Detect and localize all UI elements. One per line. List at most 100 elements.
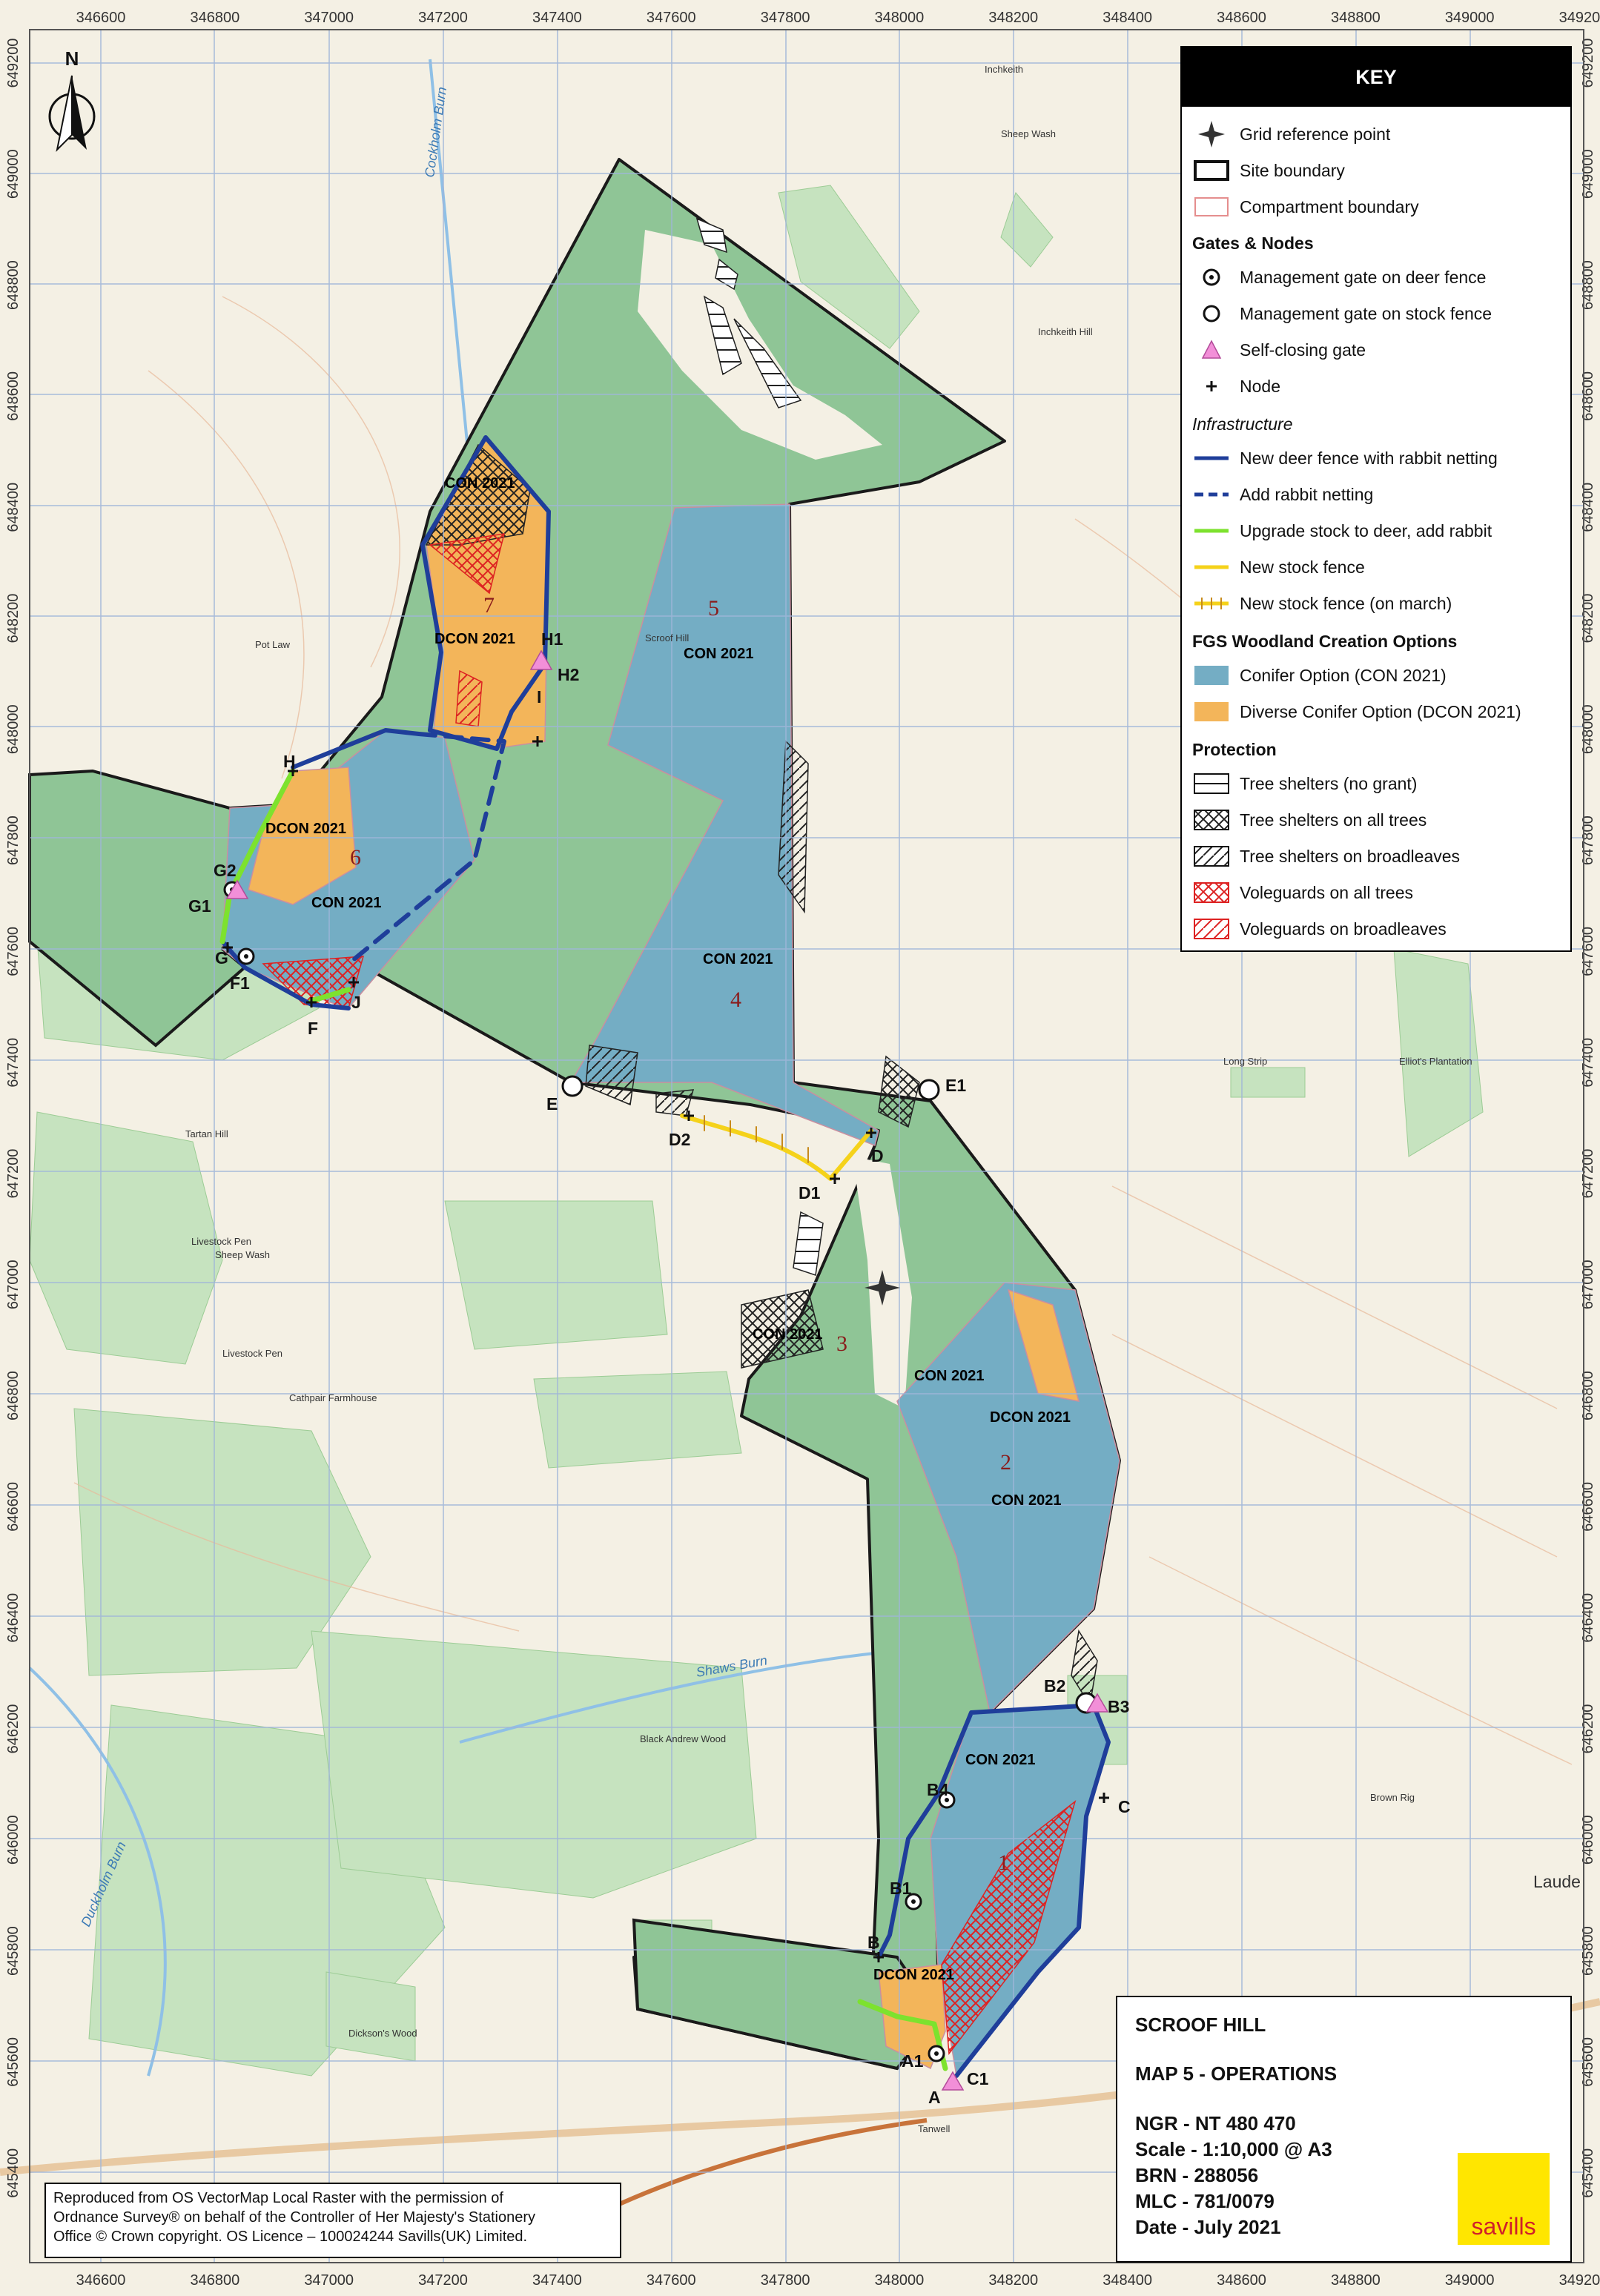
node-label-i: I — [537, 687, 541, 707]
easting-label-top: 349200 — [1559, 10, 1600, 26]
key-shelters-no-grant-label: Tree shelters (no grant) — [1240, 773, 1418, 793]
key-voleguards-all: Voleguards on all trees — [1191, 878, 1413, 907]
compartment-1: 1 — [998, 1850, 1009, 1875]
key-conifer-label: Conifer Option (CON 2021) — [1240, 665, 1447, 685]
key-shelters-broadleaves-label: Tree shelters on broadleaves — [1240, 846, 1461, 866]
key-diverse-conifer: Diverse Conifer Option (DCON 2021) — [1191, 697, 1521, 727]
label-con-7: CON 2021 — [445, 475, 515, 492]
easting-label-top: 346600 — [76, 10, 126, 26]
label-con-2b: CON 2021 — [991, 1492, 1062, 1509]
place-cathpair: Cathpair Farmhouse — [289, 1392, 377, 1403]
label-con-3: CON 2021 — [753, 1326, 823, 1343]
key-gates-heading: Gates & Nodes — [1192, 234, 1314, 253]
northing-label-left: 645600 — [5, 2037, 22, 2087]
northing-label-right: 646000 — [1580, 1815, 1596, 1865]
key-rabbit-netting: Add rabbit netting — [1191, 480, 1373, 509]
march-ticks — [704, 1115, 809, 1163]
easting-label-bottom: 347600 — [647, 2272, 696, 2289]
rabbit-netting-6 — [346, 732, 506, 966]
compartment-6: 6 — [350, 845, 361, 870]
copyright-line-2: Ordnance Survey® on behalf of the Contro… — [53, 2209, 535, 2226]
easting-label-top: 348400 — [1103, 10, 1152, 26]
self-closing-gate-g2[interactable] — [225, 879, 249, 899]
key-grid-ref-label: Grid reference point — [1240, 124, 1391, 144]
northing-label-left: 646600 — [5, 1482, 22, 1532]
key-site-boundary-label: Site boundary — [1240, 160, 1345, 180]
key-grid-ref: Grid reference point — [1191, 119, 1390, 149]
easting-label-bottom: 349200 — [1559, 2272, 1600, 2289]
key-gate-deer: Management gate on deer fence — [1191, 262, 1486, 292]
easting-label-top: 347000 — [304, 10, 354, 26]
self-closing-gate-c1[interactable] — [941, 2071, 965, 2091]
place-inchkeith-hill: Inchkeith Hill — [1038, 326, 1093, 337]
northing-label-left: 645800 — [5, 1926, 22, 1976]
gate-deer-b1[interactable] — [905, 1893, 922, 1910]
gate-stock-e1[interactable] — [918, 1079, 940, 1101]
key-compartment-boundary: Compartment boundary — [1191, 192, 1419, 222]
northing-label-right: 646600 — [1580, 1482, 1596, 1532]
easting-label-bottom: 346600 — [76, 2272, 126, 2289]
gate-deer-f1[interactable] — [237, 947, 255, 965]
place-scroof-hill: Scroof Hill — [645, 632, 689, 644]
node-label-b3: B3 — [1108, 1697, 1129, 1716]
northing-labels-left: 6492006490006488006486006484006482006480… — [5, 39, 22, 2198]
compartment-2: 2 — [1000, 1450, 1011, 1475]
site-boundary-icon — [1191, 159, 1232, 182]
key-voleguards-broadleaves-label: Voleguards on broadleaves — [1240, 919, 1447, 939]
copyright-notice: Reproduced from OS VectorMap Local Raste… — [44, 2183, 621, 2258]
key-site-boundary: Site boundary — [1191, 156, 1345, 185]
rabbit-netting-icon — [1191, 483, 1232, 506]
date: Date - July 2021 — [1135, 2216, 1281, 2238]
node-label-b2: B2 — [1044, 1676, 1065, 1695]
key-stock-fence-march-label: New stock fence (on march) — [1240, 593, 1452, 613]
self-closing-gate-icon — [1191, 338, 1232, 362]
key-gate-stock: Management gate on stock fence — [1191, 299, 1492, 328]
northing-label-right: 646400 — [1580, 1593, 1596, 1643]
key-shelters-all-label: Tree shelters on all trees — [1240, 810, 1427, 830]
node-label-f1: F1 — [230, 973, 250, 993]
easting-label-top: 348800 — [1331, 10, 1381, 26]
place-pot-law: Pot Law — [255, 639, 291, 650]
north-arrow-label: N — [65, 47, 79, 70]
key-stock-fence: New stock fence — [1191, 552, 1365, 582]
key-shelters-no-grant: Tree shelters (no grant) — [1191, 769, 1417, 798]
key-shelters-all: Tree shelters on all trees — [1191, 805, 1427, 835]
node-label-d2: D2 — [669, 1130, 690, 1149]
node-label-g1: G1 — [188, 896, 211, 916]
north-arrow-icon — [72, 76, 87, 150]
conifer-swatch-icon — [1191, 664, 1232, 687]
northing-label-left: 647600 — [5, 927, 22, 976]
scale: Scale - 1:10,000 @ A3 — [1135, 2138, 1332, 2160]
label-dcon-2: DCON 2021 — [990, 1409, 1071, 1426]
northing-label-left: 647000 — [5, 1260, 22, 1309]
gate-stock-e[interactable] — [561, 1075, 584, 1097]
northing-label-right: 647800 — [1580, 815, 1596, 865]
key-node: Node — [1191, 371, 1280, 401]
gate-deer-b4[interactable] — [938, 1791, 956, 1809]
copyright-line-1: Reproduced from OS VectorMap Local Raste… — [53, 2190, 503, 2206]
northing-label-left: 648000 — [5, 704, 22, 754]
key-stock-fence-label: New stock fence — [1240, 557, 1365, 577]
shelters-no-grant-icon — [1191, 772, 1232, 795]
key-shelters-broadleaves: Tree shelters on broadleaves — [1191, 841, 1460, 871]
key-deer-fence: New deer fence with rabbit netting — [1191, 443, 1498, 473]
northing-label-left: 648200 — [5, 594, 22, 644]
node-label-h: H — [283, 752, 296, 771]
place-elliots: Elliot's Plantation — [1399, 1056, 1472, 1067]
easting-label-top: 347200 — [418, 10, 468, 26]
easting-label-bottom: 347000 — [304, 2272, 354, 2289]
key-node-label: Node — [1240, 376, 1280, 396]
northing-label-right: 645800 — [1580, 1926, 1596, 1976]
contours — [73, 296, 1573, 1765]
northing-label-left: 649000 — [5, 149, 22, 199]
copyright-line-3: Office © Crown copyright. OS Licence – 1… — [53, 2229, 528, 2245]
compartment-7: 7 — [483, 593, 495, 618]
node-label-g2: G2 — [214, 861, 237, 880]
key-deer-fence-label: New deer fence with rabbit netting — [1240, 448, 1498, 468]
node-label-a: A — [928, 2088, 941, 2107]
key-stock-fence-march: New stock fence (on march) — [1191, 589, 1452, 618]
self-closing-gate-b3[interactable] — [1085, 1693, 1109, 1713]
gate-deer-a1[interactable] — [928, 2045, 945, 2062]
place-lauder: Laude — [1533, 1872, 1581, 1891]
self-closing-gate-h1[interactable] — [529, 649, 553, 670]
